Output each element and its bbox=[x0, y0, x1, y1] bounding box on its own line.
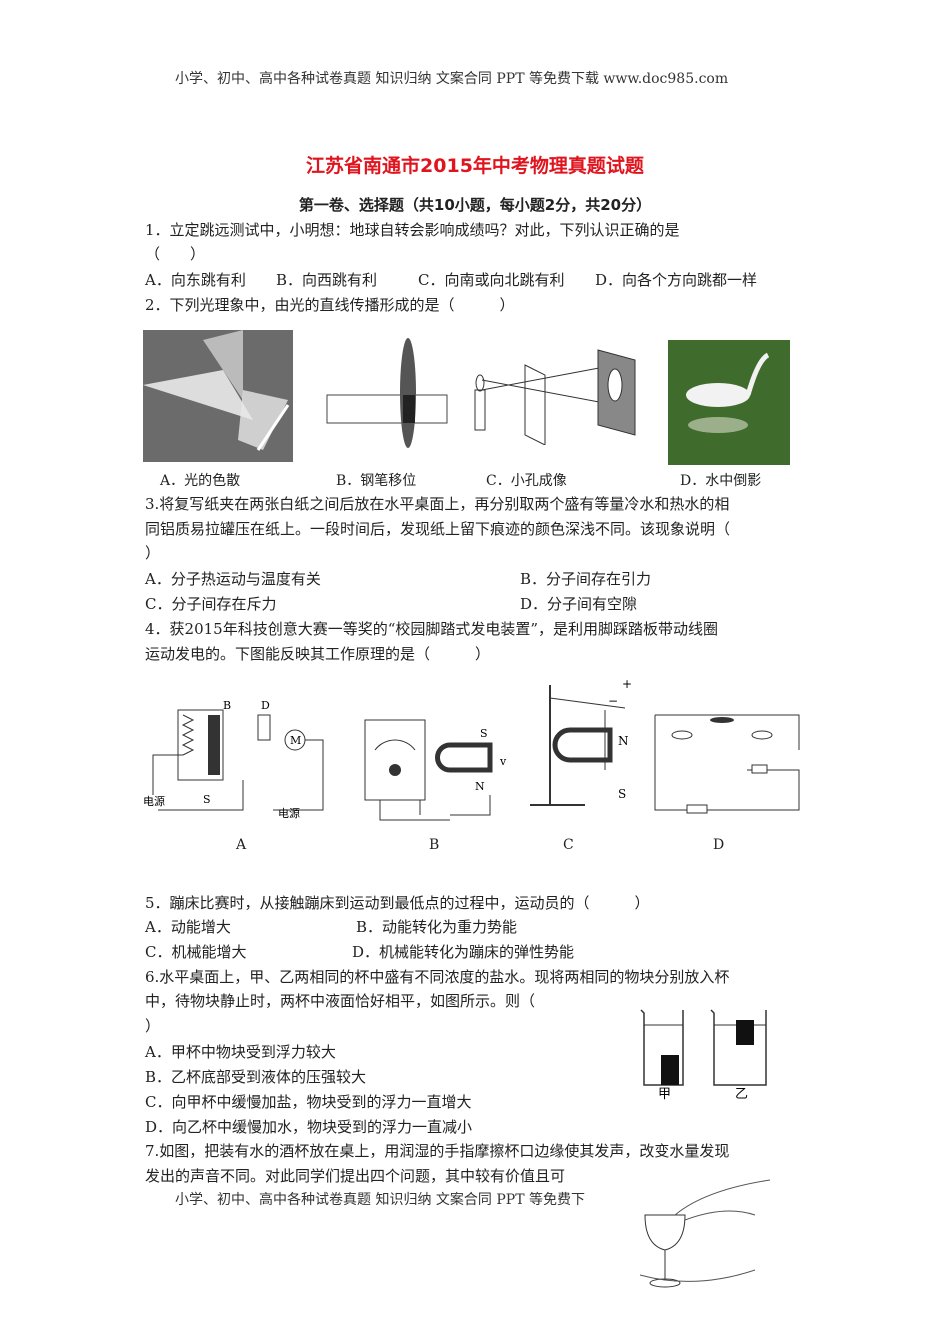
q4-label-d: D bbox=[713, 837, 725, 853]
q3-line-3: ） bbox=[145, 544, 161, 562]
q4-label-a: A bbox=[236, 837, 247, 853]
q2-caption-c: C．小孔成像 bbox=[486, 473, 567, 489]
q3-option-a: A．分子热运动与温度有关 bbox=[145, 570, 321, 588]
q5-option-d: D．机械能转化为蹦床的弹性势能 bbox=[352, 943, 575, 961]
swan-reflection-image bbox=[668, 340, 790, 465]
fig-a-b: B bbox=[223, 699, 231, 712]
q5-stem: 5．蹦床比赛时，从接触蹦床到运动到最低点的过程中，运动员的（ ） bbox=[145, 894, 650, 912]
cups-figure: 甲乙 bbox=[640, 1009, 767, 1100]
pen-displacement-image bbox=[326, 338, 448, 448]
relay-circuit-figure: M B D 电源 S 电源 bbox=[143, 699, 324, 820]
q1-paren: （ ） bbox=[145, 245, 206, 263]
pinhole-image bbox=[474, 349, 636, 445]
q2-caption-a: A．光的色散 bbox=[160, 473, 241, 489]
q6-option-d: D．向乙杯中缓慢加水，物块受到的浮力一直减小 bbox=[145, 1118, 473, 1136]
q6-line-1: 6.水平桌面上，甲、乙两相同的杯中盛有不同浓度的盐水。现将两相同的物块分别放入杯 bbox=[145, 968, 730, 986]
magnet-coil-figure: N S +− bbox=[530, 680, 632, 806]
cup-label-yi: 乙 bbox=[735, 1087, 748, 1100]
section-heading: 第一卷、选择题（共10小题，每小题2分，共20分） bbox=[298, 196, 652, 214]
q6-line-3: ） bbox=[145, 1017, 161, 1035]
q3-line-2: 同铝质易拉罐压在纸上。一段时间后，发现纸上留下痕迹的颜色深浅不同。该现象说明（ bbox=[145, 520, 731, 538]
q4-label-b: B bbox=[429, 837, 440, 853]
q6-option-c: C．向甲杯中缓慢加盐，物块受到的浮力一直增大 bbox=[145, 1093, 472, 1111]
galvanometer-figure: S Nv bbox=[364, 719, 507, 821]
fig-c-s: S bbox=[618, 787, 626, 801]
q3-option-d: D．分子间有空隙 bbox=[520, 595, 638, 613]
fig-c-minus: − bbox=[608, 694, 618, 708]
fig-b-v: v bbox=[499, 755, 507, 768]
fig-a-power1: 电源 bbox=[143, 794, 165, 808]
q1-stem: 1．立定跳远测试中，小明想：地球自转会影响成绩吗？对此，下列认识正确的是 bbox=[145, 221, 680, 239]
q6-option-a: A．甲杯中物块受到浮力较大 bbox=[145, 1043, 336, 1061]
q5-option-a: A．动能增大 bbox=[145, 918, 231, 936]
electromagnet-circuit-figure bbox=[654, 714, 800, 814]
q7-line-1: 7.如图，把装有水的酒杯放在桌上，用润湿的手指摩擦杯口边缘使其发声，改变水量发现 bbox=[145, 1142, 730, 1160]
page-footer: 小学、初中、高中各种试卷真题 知识归纳 文案合同 PPT 等免费下 bbox=[175, 1192, 585, 1208]
q5-option-b: B．动能转化为重力势能 bbox=[356, 918, 518, 936]
q1-option-b: B．向西跳有利 bbox=[276, 271, 378, 289]
q7-line-2: 发出的声音不同。对此同学们提出四个问题，其中较有价值且可 bbox=[145, 1167, 566, 1185]
q4-label-c: C bbox=[563, 837, 574, 853]
fig-a-m: M bbox=[290, 734, 301, 747]
q3-line-1: 3.将复写纸夹在两张白纸之间后放在水平桌面上，再分别取两个盛有等量冷水和热水的相 bbox=[145, 495, 730, 513]
cup-label-jia: 甲 bbox=[658, 1087, 671, 1100]
q2-caption-d: D．水中倒影 bbox=[680, 473, 762, 489]
wine-glass-hand-figure bbox=[639, 1179, 771, 1288]
q6-line-2: 中，待物块静止时，两杯中液面恰好相平，如图所示。则（ bbox=[145, 992, 536, 1010]
fig-c-plus: + bbox=[622, 680, 632, 691]
fig-b-s: S bbox=[480, 727, 488, 740]
page-title: 江苏省南通市2015年中考物理真题试题 bbox=[306, 155, 644, 177]
q1-option-d: D．向各个方向跳都一样 bbox=[595, 271, 758, 289]
fig-c-n: N bbox=[618, 734, 629, 748]
fig-a-power2: 电源 bbox=[278, 806, 300, 820]
q1-option-c: C．向南或向北跳有利 bbox=[418, 271, 565, 289]
q5-option-c: C．机械能增大 bbox=[145, 943, 247, 961]
q3-option-b: B．分子间存在引力 bbox=[520, 570, 652, 588]
q6-option-b: B．乙杯底部受到液体的压强较大 bbox=[145, 1068, 367, 1086]
q2-caption-b: B．钢笔移位 bbox=[336, 473, 417, 489]
prism-dispersion-image bbox=[143, 330, 293, 462]
fig-b-n: N bbox=[475, 780, 485, 793]
fig-a-d: D bbox=[261, 699, 270, 712]
q4-line-2: 运动发电的。下图能反映其工作原理的是（ ） bbox=[145, 645, 491, 663]
fig-a-s: S bbox=[203, 793, 211, 806]
q2-stem: 2．下列光理象中，由光的直线传播形成的是（ ） bbox=[145, 296, 515, 314]
q3-option-c: C．分子间存在斥力 bbox=[145, 595, 277, 613]
page-header: 小学、初中、高中各种试卷真题 知识归纳 文案合同 PPT 等免费下载 www.d… bbox=[175, 71, 729, 87]
q4-line-1: 4．获2015年科技创意大赛一等奖的“校园脚踏式发电装置”，是利用脚踩踏板带动线… bbox=[145, 620, 719, 638]
q1-option-a: A．向东跳有利 bbox=[145, 271, 246, 289]
